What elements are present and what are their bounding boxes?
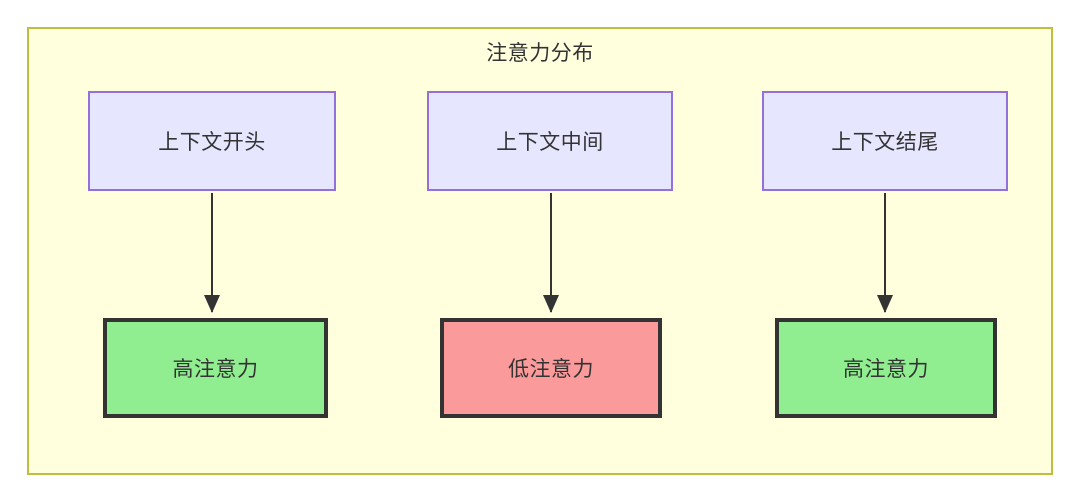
node-label: 低注意力 xyxy=(508,358,594,381)
subgraph-title: 注意力分布 xyxy=(486,42,594,65)
node-attention-middle[interactable]: 低注意力 xyxy=(440,318,662,418)
node-label: 上下文开头 xyxy=(158,131,266,154)
node-label: 高注意力 xyxy=(172,358,259,381)
node-label: 上下文结尾 xyxy=(831,131,939,154)
node-attention-start[interactable]: 高注意力 xyxy=(103,318,328,418)
node-context-middle[interactable]: 上下文中间 xyxy=(427,91,673,191)
node-context-end[interactable]: 上下文结尾 xyxy=(762,91,1008,191)
node-context-start[interactable]: 上下文开头 xyxy=(88,91,336,191)
node-label: 高注意力 xyxy=(843,358,929,381)
node-attention-end[interactable]: 高注意力 xyxy=(775,318,997,418)
node-label: 上下文中间 xyxy=(496,131,604,154)
